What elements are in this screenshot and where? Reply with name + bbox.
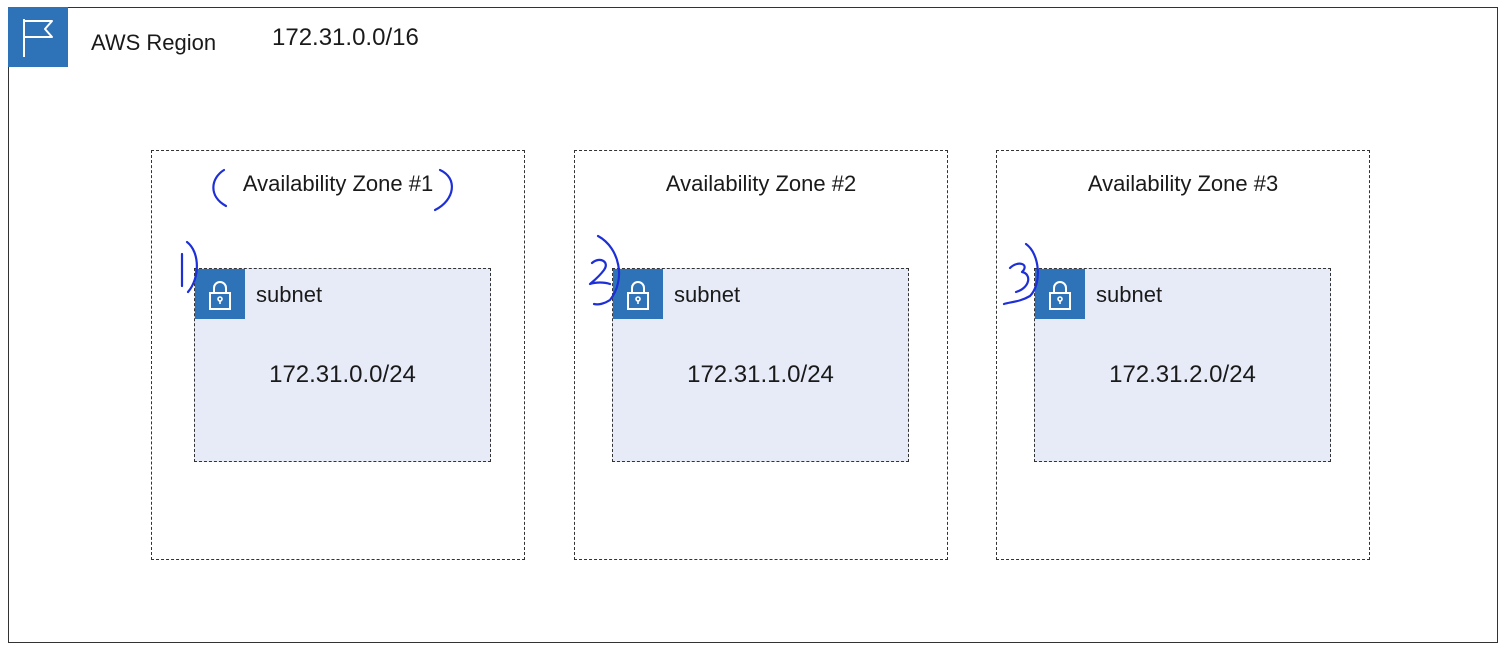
- region-label: AWS Region: [91, 30, 217, 55]
- region-cidr: 172.31.0.0/16: [272, 24, 419, 51]
- lock-icon: [1035, 269, 1085, 319]
- subnet-cidr: 172.31.1.0/24: [687, 361, 834, 388]
- subnet-1: subnet 172.31.0.0/24: [194, 268, 491, 462]
- subnet-cidr: 172.31.0.0/24: [269, 361, 416, 388]
- subnet-3: subnet 172.31.2.0/24: [1034, 268, 1331, 462]
- lock-icon: [613, 269, 663, 319]
- subnet-label: subnet: [1096, 282, 1163, 307]
- flag-icon: [8, 7, 68, 67]
- subnet-label: subnet: [256, 282, 323, 307]
- availability-zone-1: Availability Zone #1: [151, 150, 525, 560]
- az-title: Availability Zone #1: [242, 171, 434, 196]
- subnet-label: subnet: [674, 282, 741, 307]
- subnet-2: subnet 172.31.1.0/24: [612, 268, 909, 462]
- availability-zone-2: Availability Zone #2: [574, 150, 948, 560]
- az-title: Availability Zone #3: [1087, 171, 1279, 196]
- availability-zone-3: Availability Zone #3: [996, 150, 1370, 560]
- subnet-cidr: 172.31.2.0/24: [1109, 361, 1256, 388]
- aws-region-container: [8, 7, 1498, 643]
- az-title: Availability Zone #2: [665, 171, 857, 196]
- lock-icon: [195, 269, 245, 319]
